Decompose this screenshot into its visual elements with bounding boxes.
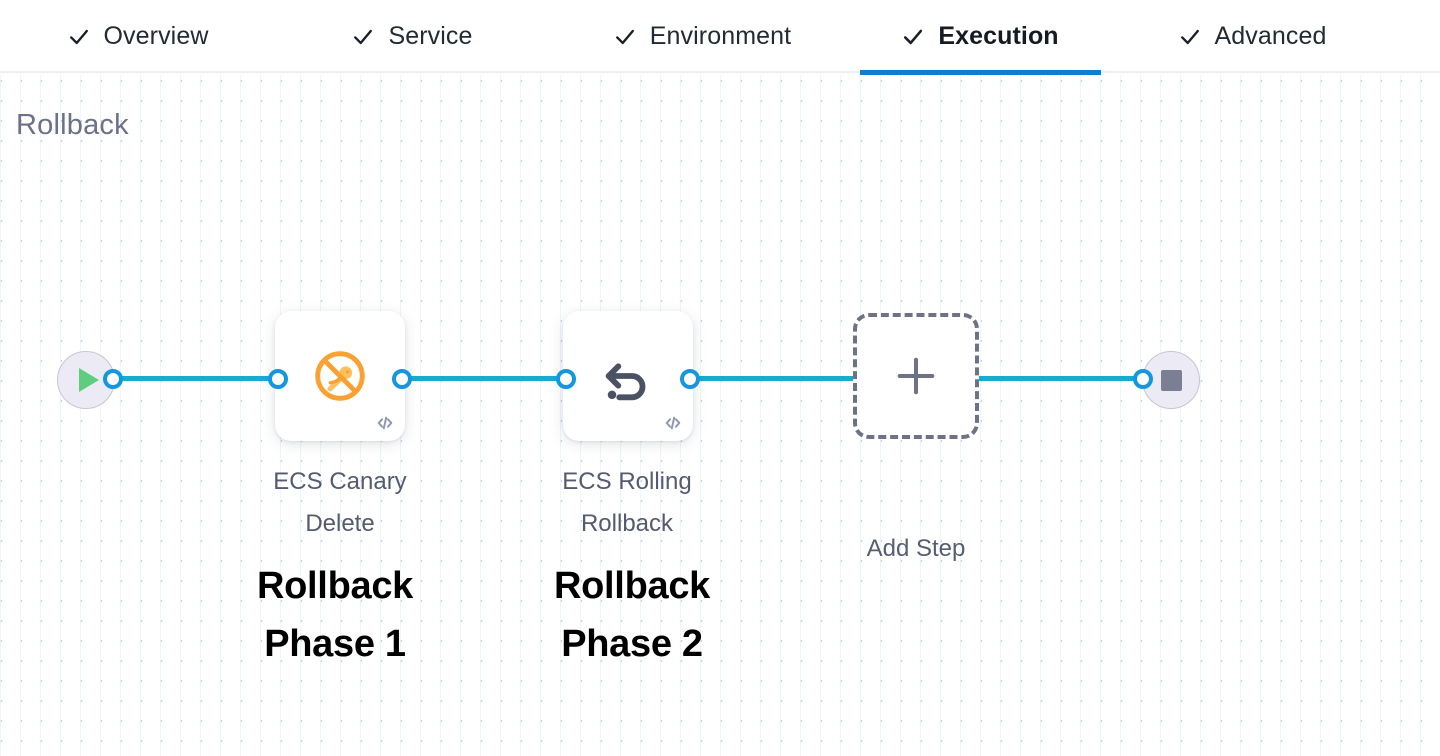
ecs-canary-delete-icon <box>309 345 371 407</box>
tab-environment[interactable]: Environment <box>580 0 825 73</box>
tab-overview[interactable]: Overview <box>38 0 238 73</box>
stop-icon <box>1160 369 1182 391</box>
code-icon[interactable] <box>375 413 395 433</box>
port-canary-output[interactable] <box>392 369 412 389</box>
edge-start-to-canary <box>106 376 286 381</box>
add-step-label: Add Step <box>866 535 966 562</box>
edge-addstep-to-end <box>962 376 1152 381</box>
tab-advanced[interactable]: Advanced <box>1145 0 1360 73</box>
tab-label: Advanced <box>1214 22 1327 50</box>
tab-label: Service <box>388 22 473 50</box>
stage-title: Rollback <box>16 109 129 141</box>
check-icon <box>68 26 90 48</box>
port-rolling-input[interactable] <box>556 369 576 389</box>
pipeline-canvas[interactable]: Rollback <box>0 75 1440 756</box>
step-label-line1: ECS Rolling <box>562 468 692 495</box>
step-label-line2: Delete <box>305 510 375 537</box>
play-icon <box>79 368 99 392</box>
plus-icon <box>893 353 939 399</box>
check-icon <box>614 26 636 48</box>
step-label-ecs-canary-delete: ECS Canary Delete <box>225 461 455 545</box>
check-icon <box>352 26 374 48</box>
rollback-arrow-icon <box>597 345 659 407</box>
annotation-line1: Rollback <box>554 565 710 607</box>
annotation-rollback-phase-2: Rollback Phase 2 <box>482 557 782 673</box>
port-start-output[interactable] <box>103 369 123 389</box>
port-rolling-output[interactable] <box>680 369 700 389</box>
pipeline-graph: ECS Canary Delete ECS Rolling Rollback A… <box>0 75 1440 756</box>
check-icon <box>1179 26 1201 48</box>
step-label-line1: ECS Canary <box>273 468 407 495</box>
code-icon[interactable] <box>663 413 683 433</box>
tab-label: Overview <box>103 22 209 50</box>
port-end-input[interactable] <box>1133 369 1153 389</box>
edge-rolling-to-addstep <box>682 376 872 381</box>
step-label-line2: Rollback <box>580 510 674 537</box>
step-node-ecs-canary-delete[interactable] <box>275 311 405 441</box>
add-step-button[interactable] <box>853 313 979 439</box>
step-node-ecs-rolling-rollback[interactable] <box>563 311 693 441</box>
step-label-ecs-rolling-rollback: ECS Rolling Rollback <box>512 461 742 545</box>
tab-label: Execution <box>938 22 1059 50</box>
wizard-tab-bar: Overview Service Environment Execution A… <box>0 0 1440 75</box>
annotation-rollback-phase-1: Rollback Phase 1 <box>185 557 485 673</box>
annotation-line2: Phase 2 <box>561 623 703 665</box>
annotation-line2: Phase 1 <box>264 623 406 665</box>
tab-execution[interactable]: Execution <box>860 0 1101 75</box>
tab-label: Environment <box>649 22 792 50</box>
tab-active-underline <box>860 70 1101 75</box>
tab-service[interactable]: Service <box>320 0 505 73</box>
port-canary-input[interactable] <box>268 369 288 389</box>
check-icon <box>902 26 924 48</box>
annotation-line1: Rollback <box>257 565 413 607</box>
edge-canary-to-rolling <box>394 376 574 381</box>
